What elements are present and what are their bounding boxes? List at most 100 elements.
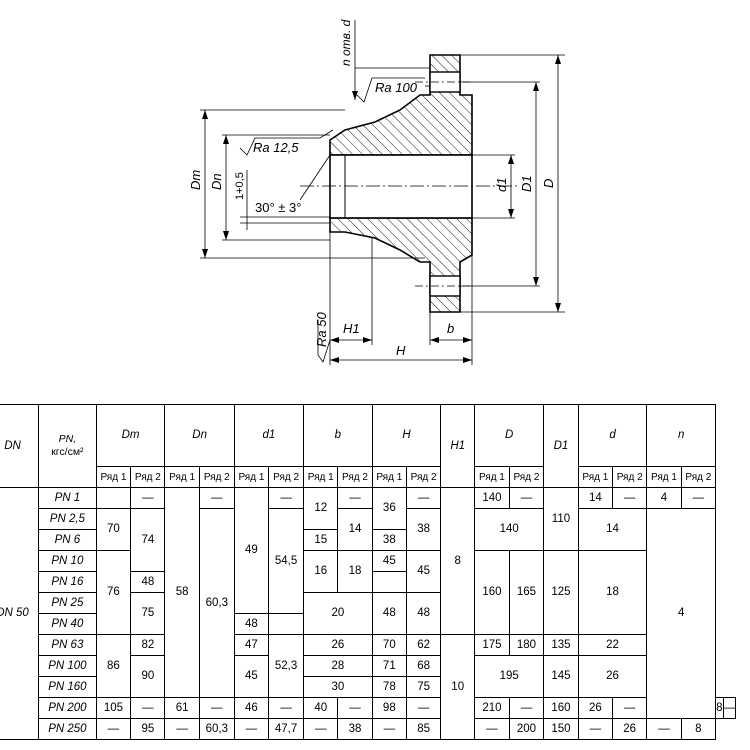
- table-cell: 12: [303, 487, 339, 530]
- table-cell: 195: [474, 655, 545, 698]
- dimensions-table: DN PN,кгс/см² Dm Dn d1 b H H1 D D1 d n Р…: [0, 404, 736, 740]
- table-cell: 14: [337, 508, 373, 551]
- bore: [329, 154, 473, 219]
- table-cell: 48: [371, 592, 407, 635]
- table-cell: 46: [233, 697, 270, 719]
- pn-cell: PN 1: [38, 487, 97, 509]
- label-ra125: Ra 12,5: [253, 140, 299, 155]
- hdr-row1: Ряд 1: [474, 466, 510, 488]
- pn-cell: PN 6: [38, 529, 97, 551]
- table-cell: 75: [405, 676, 442, 698]
- table-cell: 165: [508, 550, 545, 635]
- table-cell: 85: [405, 718, 442, 740]
- table-cell: 47,7: [268, 718, 305, 740]
- hdr-h: H: [371, 404, 442, 467]
- table-cell: —: [198, 487, 235, 509]
- table-cell: 68: [405, 655, 442, 677]
- hdr-D: D: [474, 404, 545, 467]
- table-cell: 26: [612, 718, 648, 740]
- table-cell: 48: [405, 592, 442, 635]
- table-cell: 95: [130, 718, 166, 740]
- table-cell: 30: [303, 676, 373, 698]
- table-cell: 40: [303, 697, 339, 719]
- table-cell: 45: [233, 655, 270, 698]
- label-tol: 1+0,5: [234, 172, 246, 200]
- table-cell: —: [303, 718, 339, 740]
- table-cell: 18: [337, 550, 373, 593]
- table-cell: 49: [233, 487, 270, 614]
- table-cell: 26: [577, 697, 614, 719]
- pn-cell: PN 200: [38, 697, 97, 719]
- table-cell: —: [233, 718, 270, 740]
- table-cell: 70: [371, 634, 407, 656]
- pn-cell: PN 2,5: [38, 508, 97, 530]
- hdr-row1: Ряд 1: [577, 466, 614, 488]
- table-cell: 180: [508, 634, 545, 656]
- hdr-row1: Ряд 1: [164, 466, 200, 488]
- table-cell: 14: [577, 508, 648, 551]
- hdr-pn: PN,кгс/см²: [38, 404, 97, 488]
- hdr-row1: Ряд 1: [371, 466, 407, 488]
- table-cell: 82: [130, 634, 166, 656]
- hdr-n: n: [646, 404, 717, 467]
- hdr-row2: Ряд 2: [508, 466, 545, 488]
- table-cell: —: [612, 697, 648, 719]
- table-cell: 78: [371, 676, 407, 698]
- table-cell: 4: [646, 508, 717, 719]
- table-cell: 8: [440, 487, 476, 635]
- table-cell: 74: [130, 508, 166, 572]
- dimensions-table-wrap: DN PN,кгс/см² Dm Dn d1 b H H1 D D1 d n Р…: [0, 404, 750, 750]
- table-cell: 60,3: [198, 508, 235, 698]
- table-cell: 15: [303, 529, 339, 551]
- table-cell: 175: [474, 634, 510, 656]
- table-cell: 48: [130, 571, 166, 593]
- hdr-row1: Ряд 1: [646, 466, 682, 488]
- table-cell: —: [268, 697, 305, 719]
- table-cell: —: [722, 697, 736, 719]
- table-cell: 125: [543, 550, 579, 635]
- hdr-dm: Dm: [95, 404, 166, 467]
- flange-section-upper: [329, 54, 473, 156]
- table-cell: 150: [543, 718, 579, 740]
- pn-cell: PN 100: [38, 655, 97, 677]
- hdr-row2: Ряд 2: [680, 466, 717, 488]
- table-cell: —: [337, 487, 373, 509]
- label-D: D: [541, 179, 556, 188]
- label-ra50: Ra 50: [314, 312, 329, 347]
- table-cell: 14: [577, 487, 614, 509]
- table-cell: 61: [164, 697, 200, 719]
- table-cell: —: [164, 718, 200, 740]
- table-cell: 210: [474, 697, 510, 719]
- table-cell: 8: [715, 697, 724, 719]
- pn-cell: PN 25: [38, 592, 97, 614]
- table-cell: 145: [543, 655, 579, 698]
- table-cell: —: [337, 697, 373, 719]
- table-cell: 26: [577, 655, 648, 698]
- hdr-dn-col: Dn: [164, 404, 235, 467]
- hdr-d1: d1: [233, 404, 305, 467]
- hdr-row2: Ряд 2: [198, 466, 235, 488]
- table-cell: —: [474, 718, 510, 740]
- table-cell: 71: [371, 655, 407, 677]
- pn-cell: PN 16: [38, 571, 97, 593]
- hdr-row1: Ряд 1: [95, 466, 132, 488]
- flange-section-lower: [329, 217, 473, 313]
- label-dn: Dn: [209, 173, 224, 190]
- hdr-h1: H1: [440, 404, 476, 488]
- table-cell: 16: [303, 550, 339, 593]
- label-b: b: [447, 321, 454, 336]
- label-D1: D1: [519, 175, 534, 192]
- table-cell: 38: [337, 718, 373, 740]
- pn-cell: PN 10: [38, 550, 97, 572]
- label-dm: Dm: [188, 170, 203, 190]
- hdr-row1: Ряд 1: [233, 466, 270, 488]
- table-cell: 18: [577, 550, 648, 635]
- table-cell: 45: [405, 550, 442, 593]
- hdr-d: d: [577, 404, 648, 467]
- table-cell: —: [577, 718, 614, 740]
- hdr-row2: Ряд 2: [130, 466, 166, 488]
- label-H: H: [396, 343, 406, 358]
- label-d1: d1: [494, 178, 509, 192]
- table-cell: —: [646, 718, 682, 740]
- table-cell: 47: [233, 634, 270, 656]
